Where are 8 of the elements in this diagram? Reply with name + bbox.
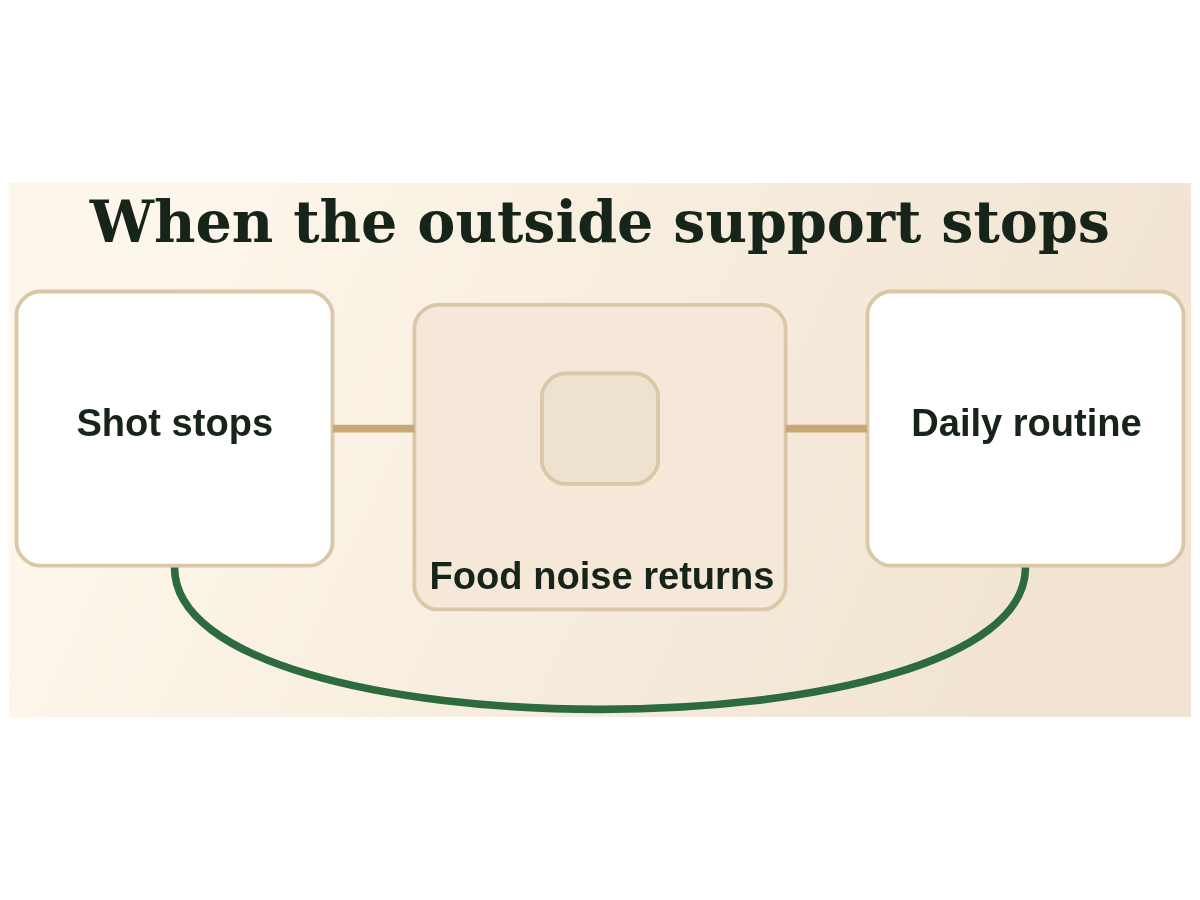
node-box: Daily routine [865, 289, 1186, 568]
node-box [540, 371, 660, 486]
connector [170, 566, 1030, 713]
connector [785, 424, 867, 433]
connector [332, 424, 415, 433]
cluster: Food noise returns [412, 302, 788, 612]
node-box: Shot stops [14, 289, 335, 568]
diagram-title: When the outside support stops [89, 188, 1110, 256]
